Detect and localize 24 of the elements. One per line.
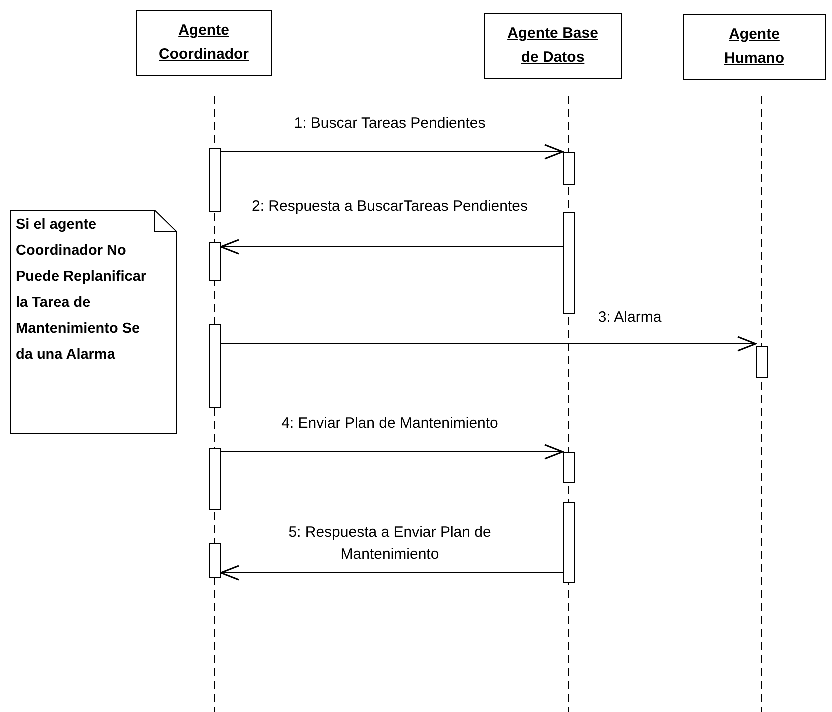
message-label: 5: Respuesta a Enviar Plan de Mantenimiento [288,523,492,565]
message-arrow [220,144,564,160]
message-arrow [220,444,564,460]
activation-bar [563,212,575,314]
activation-bar [209,448,221,510]
note: Si el agente Coordinador No Puede Replanificar la Tarea de Mantenimiento Se da una Alarma [10,210,178,435]
message-arrow [220,239,564,255]
message-label: 3: Alarma [597,308,663,328]
message-label: 2: Respuesta a BuscarTareas Pendientes [251,197,529,217]
activation-bar [563,502,575,583]
activation-bar [563,452,575,483]
message-arrow [220,336,757,352]
activation-bar [209,242,221,281]
message-arrow [220,565,564,581]
lifeline-header-box: Agente Base de Datos [484,13,622,79]
activation-bar [209,324,221,408]
lifeline-header-box: Agente Coordinador [136,10,272,76]
message-label: 1: Buscar Tareas Pendientes [293,114,487,134]
activation-bar [209,148,221,212]
activation-bar [563,152,575,185]
lifeline-header-box: Agente Humano [683,14,826,80]
activation-bar [209,543,221,578]
message-label: 4: Enviar Plan de Mantenimiento [280,414,500,434]
activation-bar [756,346,768,378]
